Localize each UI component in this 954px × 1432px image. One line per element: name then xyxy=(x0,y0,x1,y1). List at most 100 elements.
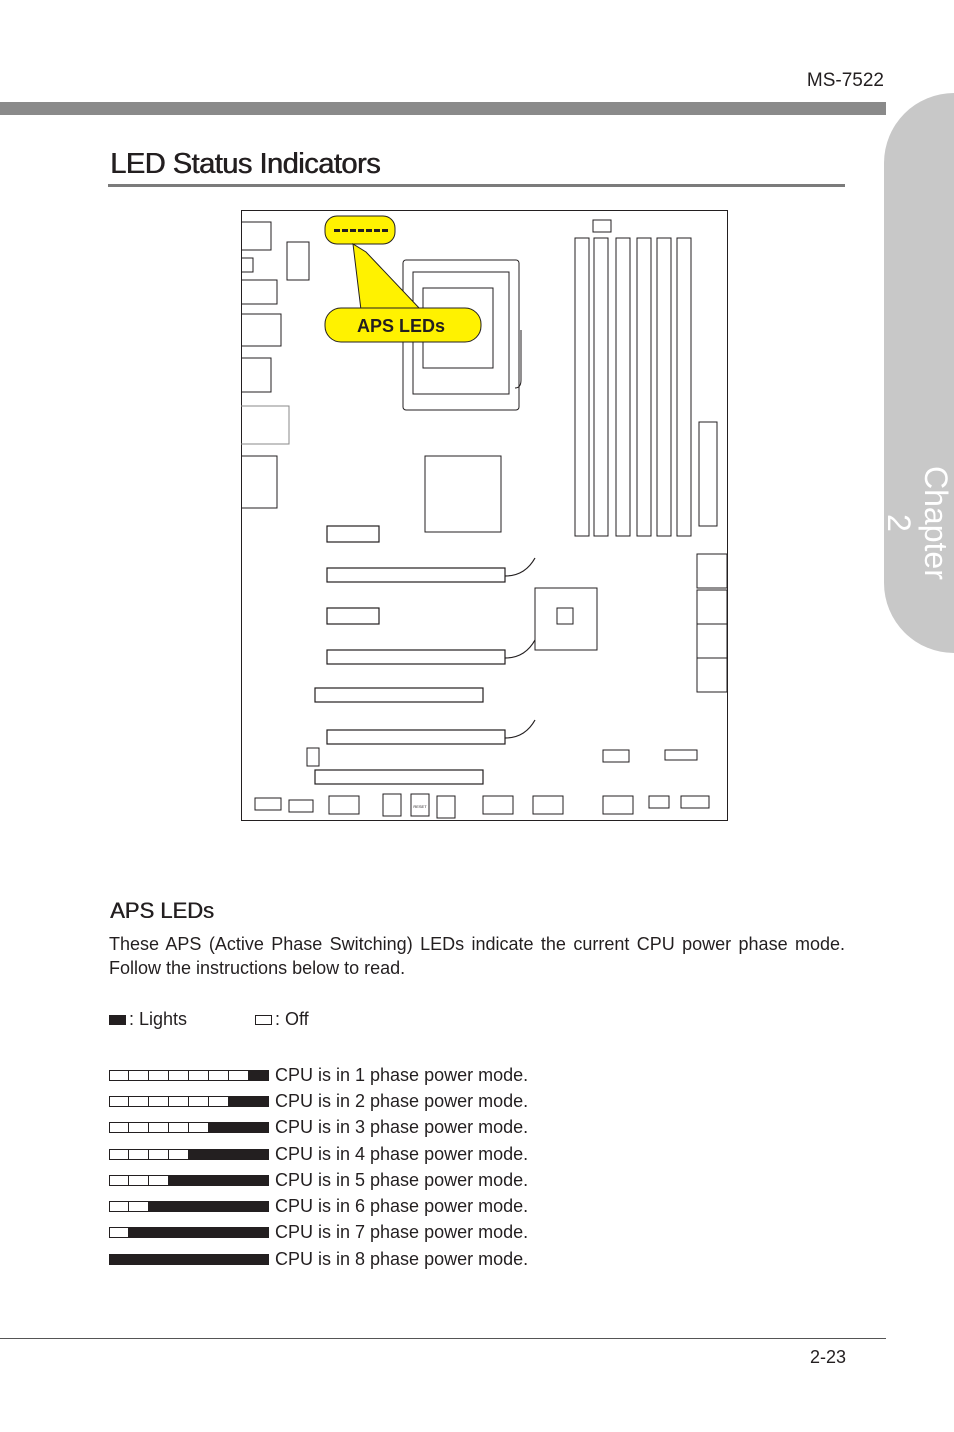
led-segment xyxy=(189,1201,209,1213)
led-segment xyxy=(169,1253,189,1265)
led-segment xyxy=(189,1227,209,1239)
led-segment xyxy=(229,1122,249,1134)
led-segment xyxy=(229,1069,249,1081)
led-segment xyxy=(229,1148,249,1160)
led-segment xyxy=(149,1253,169,1265)
led-segment xyxy=(129,1201,149,1213)
section-body: These APS (Active Phase Switching) LEDs … xyxy=(109,934,845,978)
phase-mode-text: CPU is in 7 phase power mode. xyxy=(275,1222,529,1243)
led-indicator-icon xyxy=(109,1069,269,1081)
led-segment xyxy=(109,1095,129,1107)
led-segment xyxy=(129,1174,149,1186)
led-segment xyxy=(209,1095,229,1107)
led-segment xyxy=(249,1253,269,1265)
led-segment xyxy=(249,1174,269,1186)
led-segment xyxy=(189,1069,209,1081)
led-segment xyxy=(249,1122,269,1134)
led-segment xyxy=(229,1227,249,1239)
led-segment xyxy=(249,1148,269,1160)
page-number: 2-23 xyxy=(809,1347,846,1367)
led-segment xyxy=(109,1069,129,1081)
led-segment xyxy=(109,1227,129,1239)
led-segment xyxy=(149,1095,169,1107)
led-segment xyxy=(229,1095,249,1107)
led-segment xyxy=(249,1069,269,1081)
legend-lights: : Lights xyxy=(109,1009,187,1030)
phase-mode-row: CPU is in 2 phase power mode. xyxy=(109,1088,528,1114)
led-segment xyxy=(249,1201,269,1213)
led-segment xyxy=(169,1201,189,1213)
led-indicator-icon xyxy=(109,1253,269,1265)
chapter-tab-label: Chapter 2 xyxy=(881,466,954,580)
led-segment xyxy=(249,1227,269,1239)
led-indicator-icon xyxy=(109,1174,269,1186)
led-segment xyxy=(109,1122,129,1134)
phase-mode-text: CPU is in 5 phase power mode. xyxy=(275,1169,529,1190)
led-segment xyxy=(189,1148,209,1160)
led-segment xyxy=(169,1122,189,1134)
phase-mode-text: CPU is in 6 phase power mode. xyxy=(275,1196,529,1217)
led-segment xyxy=(149,1227,169,1239)
phase-mode-row: CPU is in 8 phase power mode. xyxy=(109,1246,528,1272)
led-segment xyxy=(129,1122,149,1134)
led-segment xyxy=(169,1069,189,1081)
led-segment xyxy=(249,1095,269,1107)
phase-mode-row: CPU is in 7 phase power mode. xyxy=(109,1220,528,1246)
led-segment xyxy=(229,1253,249,1265)
title-rule xyxy=(108,184,845,187)
led-segment xyxy=(189,1095,209,1107)
motherboard-diagram: APS LEDs RESET xyxy=(241,210,728,821)
led-segment xyxy=(129,1095,149,1107)
header-bar xyxy=(0,102,886,115)
led-segment xyxy=(169,1174,189,1186)
led-segment xyxy=(189,1253,209,1265)
led-segment xyxy=(169,1095,189,1107)
led-segment xyxy=(209,1122,229,1134)
page-title: LED Status Indicators xyxy=(110,148,380,180)
aps-led-callout: APS LEDs xyxy=(324,215,482,343)
led-segment xyxy=(229,1174,249,1186)
led-segment xyxy=(209,1227,229,1239)
footer-rule xyxy=(0,1338,886,1339)
phase-mode-row: CPU is in 1 phase power mode. xyxy=(109,1062,528,1088)
legend-off-label: : Off xyxy=(275,1009,309,1029)
led-segment xyxy=(109,1148,129,1160)
off-swatch-icon xyxy=(255,1015,272,1026)
led-segment xyxy=(109,1253,129,1265)
lit-swatch-icon xyxy=(109,1015,126,1026)
phase-mode-row: CPU is in 4 phase power mode. xyxy=(109,1141,528,1167)
led-segment xyxy=(129,1069,149,1081)
phase-mode-text: CPU is in 1 phase power mode. xyxy=(275,1064,529,1085)
led-segment xyxy=(209,1253,229,1265)
led-indicator-icon xyxy=(109,1095,269,1107)
led-segment xyxy=(129,1227,149,1239)
aps-leds-callout-label: APS LEDs xyxy=(357,316,445,336)
phase-mode-row: CPU is in 6 phase power mode. xyxy=(109,1193,528,1219)
legend-off: : Off xyxy=(255,1009,309,1030)
model-number: MS-7522 xyxy=(806,70,884,91)
reset-label: RESET xyxy=(413,804,427,809)
phase-mode-row: CPU is in 3 phase power mode. xyxy=(109,1115,528,1141)
led-segment xyxy=(189,1122,209,1134)
led-segment xyxy=(129,1253,149,1265)
led-segment xyxy=(169,1227,189,1239)
led-segment xyxy=(149,1201,169,1213)
led-segment xyxy=(189,1174,209,1186)
led-segment xyxy=(149,1069,169,1081)
led-segment xyxy=(229,1201,249,1213)
phase-mode-list: CPU is in 1 phase power mode. CPU is in 2… xyxy=(109,1062,528,1272)
led-segment xyxy=(169,1148,189,1160)
led-segment xyxy=(149,1174,169,1186)
phase-mode-text: CPU is in 4 phase power mode. xyxy=(275,1143,529,1164)
led-segment xyxy=(109,1174,129,1186)
led-segment xyxy=(129,1148,149,1160)
led-segment xyxy=(109,1201,129,1213)
led-segment xyxy=(209,1069,229,1081)
legend-lights-label: : Lights xyxy=(129,1009,188,1029)
led-segment xyxy=(149,1122,169,1134)
phase-mode-text: CPU is in 2 phase power mode. xyxy=(275,1090,529,1111)
chapter-tab: Chapter 2 xyxy=(881,93,954,653)
phase-mode-text: CPU is in 3 phase power mode. xyxy=(275,1117,529,1138)
led-indicator-icon xyxy=(109,1227,269,1239)
phase-mode-row: CPU is in 5 phase power mode. xyxy=(109,1167,528,1193)
